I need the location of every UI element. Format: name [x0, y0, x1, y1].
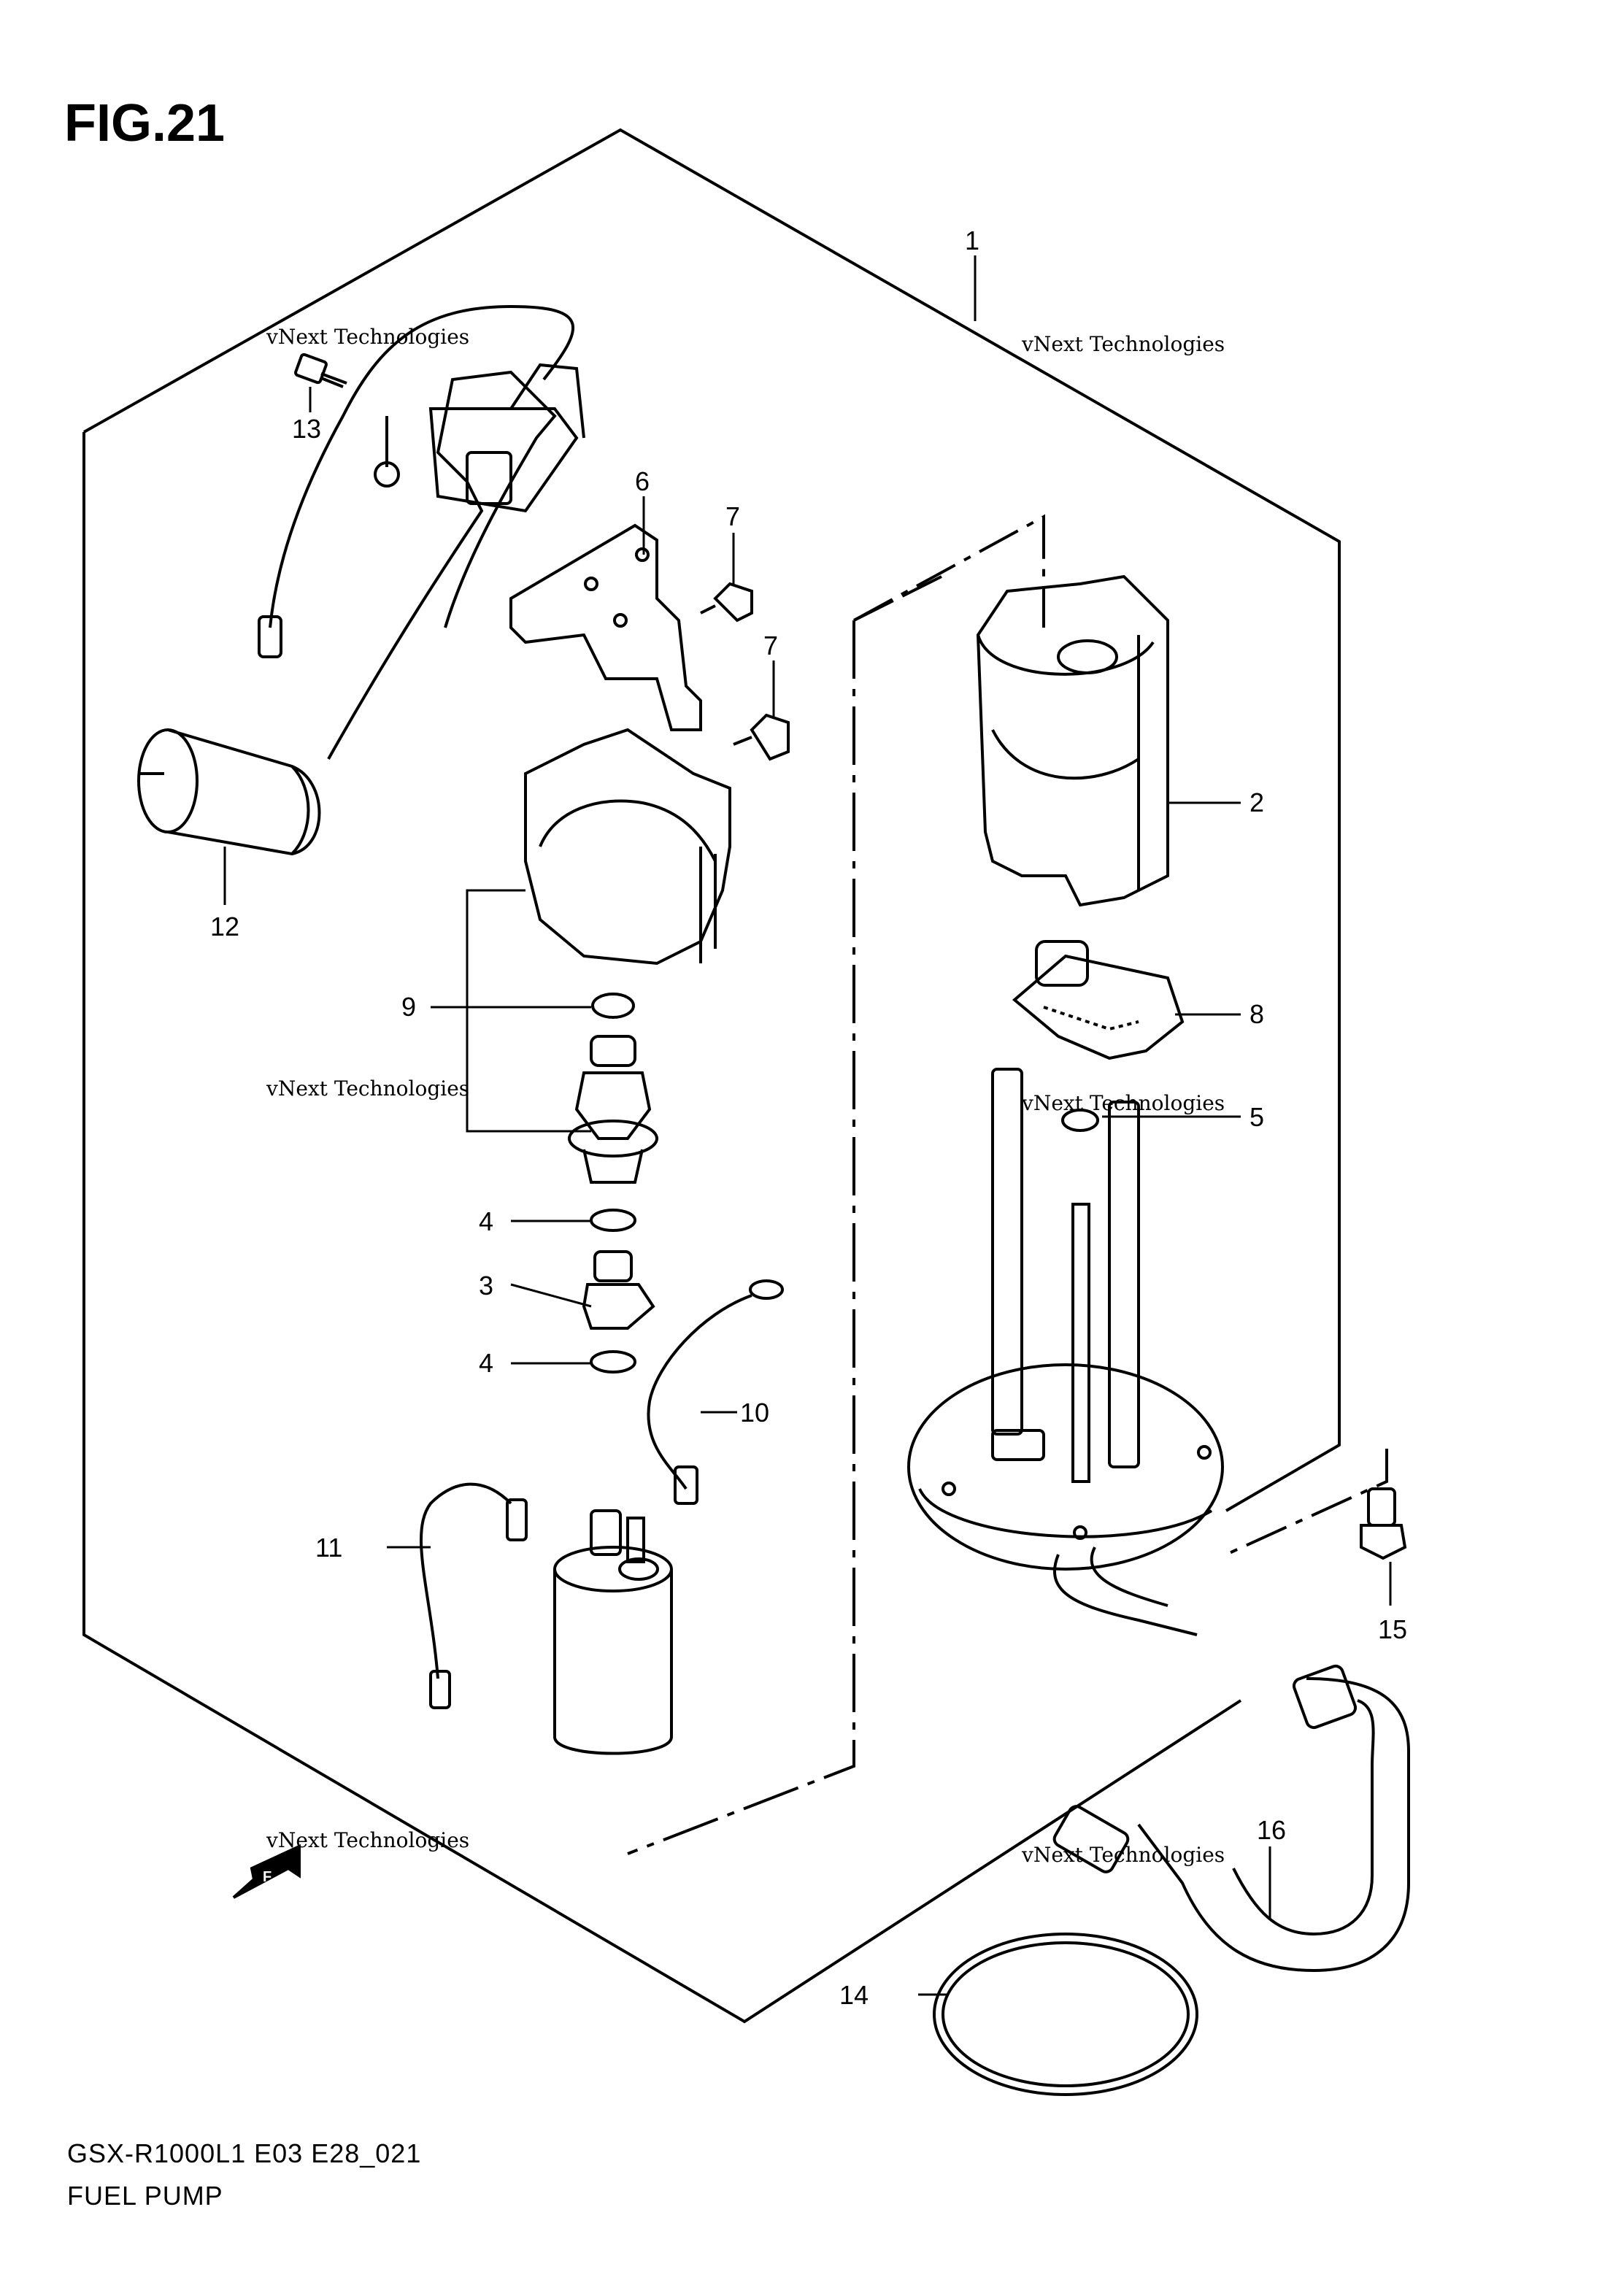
callout-3: 3	[479, 1271, 493, 1301]
regulator-housing	[524, 728, 731, 966]
part-3-valve	[582, 1250, 655, 1330]
pump-bracket-assembly	[907, 1068, 1224, 1636]
callout-11: 11	[315, 1533, 342, 1563]
callout-7a: 7	[725, 501, 740, 531]
callout-1: 1	[965, 226, 979, 255]
part-14-seal-ring-inner	[942, 1941, 1190, 2087]
model-code-label: GSX-R1000L1 E03 E28_021	[67, 2138, 422, 2168]
callout-2: 2	[1250, 787, 1264, 817]
part-8-filter	[1012, 940, 1185, 1060]
figure-title: FIG.21	[64, 94, 226, 153]
regulator-body	[568, 1035, 658, 1184]
callout-6: 6	[635, 466, 650, 496]
svg-text:F: F	[263, 1869, 272, 1885]
section-name-label: FUEL PUMP	[67, 2181, 223, 2211]
part-10-lead-wire	[647, 1279, 784, 1505]
callout-7b: 7	[763, 631, 778, 660]
callout-10: 10	[740, 1398, 769, 1428]
part-7-screws	[700, 582, 790, 761]
callout-4a: 4	[479, 1206, 493, 1236]
part-2-pump-case	[976, 574, 1169, 907]
callout-15: 15	[1378, 1614, 1407, 1644]
part-4-o-ring-lower	[590, 1350, 636, 1374]
callout-12: 12	[210, 912, 239, 941]
part-5-o-ring	[1061, 1109, 1099, 1132]
watermark-2: vNext Technologies	[1022, 332, 1225, 356]
assembly-outline-lower	[82, 432, 1242, 2024]
part-11-lead-wire	[420, 1482, 528, 1709]
callout-13: 13	[292, 414, 321, 444]
fuel-pump-motor	[553, 1509, 673, 1755]
watermark-3: vNext Technologies	[266, 1076, 470, 1101]
assembly-outline	[83, 128, 1341, 1512]
subassembly-left	[627, 620, 855, 1855]
callout-labels: 1 2 3 4 4 5 6 7 7 8 9 10 11 12 13 14 15 …	[210, 226, 1407, 2010]
watermark-4: vNext Technologies	[1022, 1091, 1225, 1115]
callout-8: 8	[1250, 999, 1264, 1029]
watermark-1: vNext Technologies	[266, 325, 470, 349]
watermark-6: vNext Technologies	[1022, 1843, 1225, 1867]
part-15-bolt	[1360, 1487, 1407, 1560]
part-14-seal-ring	[933, 1933, 1198, 2096]
part-16-hose	[1052, 1664, 1410, 1973]
fuel-level-gauge	[137, 304, 585, 856]
leader-lines	[223, 255, 1392, 1996]
callout-5: 5	[1250, 1102, 1264, 1132]
callout-14: 14	[839, 1980, 869, 2010]
part-6-bracket	[509, 523, 702, 731]
part-9-o-ring	[591, 993, 635, 1019]
part-13-screw	[294, 353, 347, 388]
part-4-o-ring-upper	[590, 1209, 636, 1232]
subassembly-right	[1225, 1449, 1388, 1556]
watermark-5: vNext Technologies	[266, 1828, 470, 1852]
callout-16: 16	[1257, 1815, 1286, 1845]
fwd-arrow-icon: F	[232, 1844, 301, 1899]
callout-9: 9	[401, 992, 416, 1022]
subassembly-outline	[853, 514, 1045, 628]
callout-4b: 4	[479, 1348, 493, 1378]
